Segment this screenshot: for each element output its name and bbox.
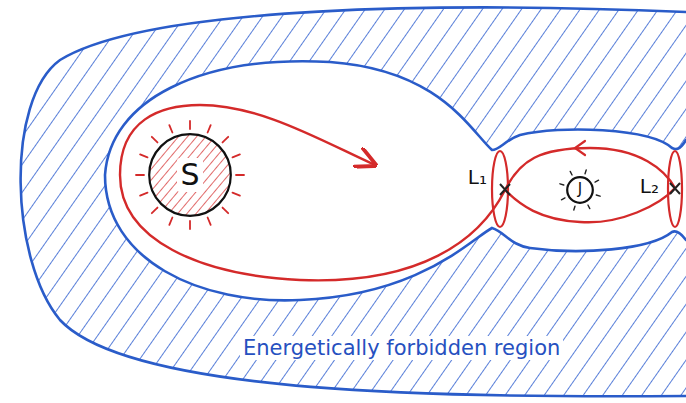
sun-ray <box>232 193 239 196</box>
jupiter-ray <box>560 184 564 185</box>
jupiter-ray <box>588 205 590 209</box>
lagrange-point-label: L₁ <box>465 166 490 189</box>
outer-boundary-curve <box>21 8 686 397</box>
sun-ray <box>223 208 229 214</box>
sun-circle: S <box>148 133 232 217</box>
jupiter-ray <box>570 171 572 175</box>
jupiter-circle-border <box>567 177 593 203</box>
jupiter-circle: J <box>566 176 594 204</box>
sun-ray <box>140 193 147 196</box>
jupiter-ray <box>595 180 599 182</box>
lagrange-point-label: L₂ <box>637 175 662 198</box>
forbidden-region-hatching <box>21 8 686 397</box>
jupiter-rays <box>560 170 600 210</box>
sun-ray <box>232 154 239 157</box>
sun-ray <box>152 137 158 143</box>
trajectory-sun-loop <box>120 105 505 280</box>
l2-neck-ring <box>668 151 682 227</box>
sun-ray <box>169 125 172 132</box>
node-label: J <box>575 181 585 198</box>
region-label: Energetically forbidden region <box>240 336 563 360</box>
sun-hatching <box>149 134 231 216</box>
l2-point-mark <box>670 183 680 194</box>
sun-ray <box>189 121 191 129</box>
sun-rays <box>136 121 244 229</box>
jupiter-ray <box>585 170 586 174</box>
trajectory-arrowhead <box>575 141 585 155</box>
sun-ray <box>236 174 244 176</box>
sun-ray <box>223 137 229 143</box>
sun-ray <box>152 208 158 214</box>
trajectory-jupiter-loop <box>505 148 675 222</box>
sun-ray <box>136 174 144 176</box>
sun-ray <box>169 217 172 224</box>
sun-ray <box>208 217 211 224</box>
jupiter-ray <box>574 206 575 210</box>
sun-circle-border <box>149 134 231 216</box>
sun-ray <box>140 154 147 157</box>
node-label: S <box>177 158 202 193</box>
sun-ray <box>208 125 211 132</box>
jupiter-ray <box>596 195 600 196</box>
jupiter-ray <box>561 198 565 200</box>
sun-ray <box>189 221 191 229</box>
l1-point-mark <box>500 184 510 195</box>
zero-velocity-curve <box>105 61 686 300</box>
